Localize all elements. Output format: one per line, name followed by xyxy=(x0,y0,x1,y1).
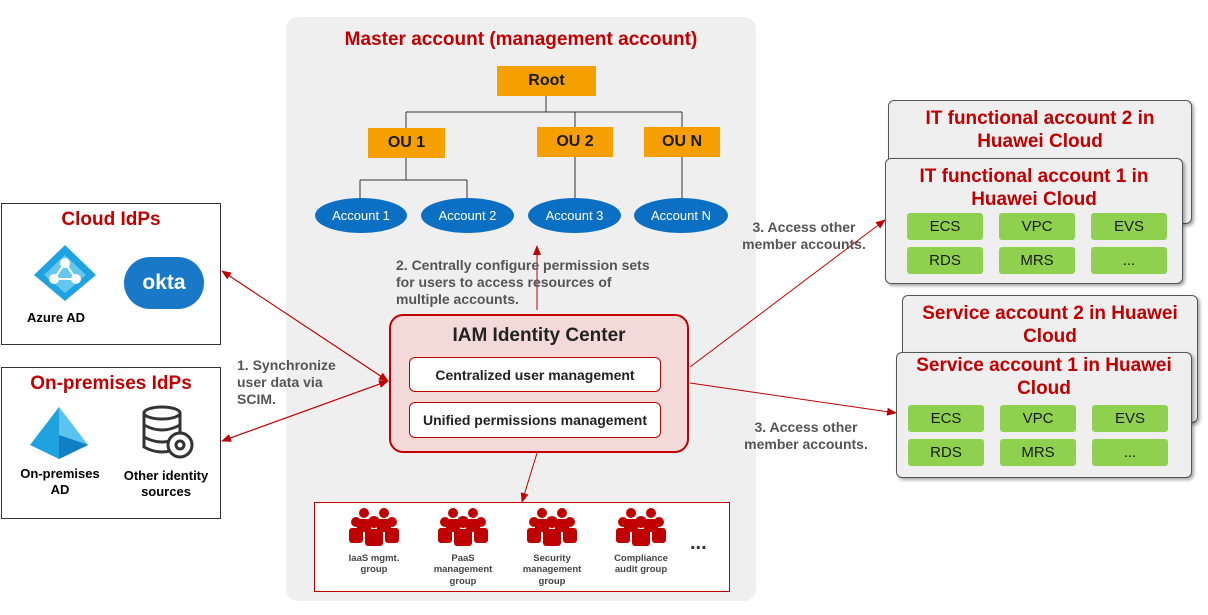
account-node-1: Account 1 xyxy=(315,198,407,233)
centralized-user-management: Centralized user management xyxy=(409,357,661,392)
onprem-ad-label: On-premises AD xyxy=(20,466,100,498)
group-compliance: Compliance audit group xyxy=(603,505,679,589)
other-identity-label: Other identity sources xyxy=(123,468,209,500)
service-account-1-title: Service account 1 in Huawei Cloud xyxy=(916,355,1172,399)
service-evs: EVS xyxy=(1092,405,1168,432)
azure-ad-label: Azure AD xyxy=(26,310,86,325)
people-icon xyxy=(527,508,577,546)
service-ecs: ECS xyxy=(908,405,984,432)
onprem-idps-title: On-premises IdPs xyxy=(30,373,192,394)
ou-node-1: OU 1 xyxy=(368,128,445,158)
iam-title: IAM Identity Center xyxy=(452,325,626,346)
people-icon xyxy=(349,508,399,546)
service-mrs: MRS xyxy=(1000,439,1076,466)
service-rds: RDS xyxy=(908,439,984,466)
groups-more: ... xyxy=(690,532,707,554)
account-node-n: Account N xyxy=(634,198,728,233)
service-mrs: MRS xyxy=(999,247,1075,274)
okta-label: okta xyxy=(142,271,186,294)
service-vpc: VPC xyxy=(1000,405,1076,432)
onprem-ad-icon xyxy=(30,407,88,459)
group-label: PaaS management group xyxy=(433,553,493,587)
group-label: Compliance audit group xyxy=(614,553,668,576)
people-icon xyxy=(438,508,488,546)
service-ecs: ECS xyxy=(907,213,983,240)
master-account-title: Master account (management account) xyxy=(344,29,698,50)
cloud-idps-title: Cloud IdPs xyxy=(61,209,161,230)
account-node-2: Account 2 xyxy=(421,198,514,233)
database-gear-icon xyxy=(142,405,194,459)
service-vpc: VPC xyxy=(999,213,1075,240)
service-account-2-title: Service account 2 in Huawei Cloud xyxy=(922,303,1178,347)
root-node: Root xyxy=(497,66,596,96)
ou-node-n: OU N xyxy=(644,127,720,157)
step1-label: 1. Synchronize user data via SCIM. xyxy=(237,357,336,407)
group-label: IaaS mgmt. group xyxy=(348,553,400,576)
account-node-3: Account 3 xyxy=(528,198,621,233)
service-more: ... xyxy=(1092,439,1168,466)
step3-top-label: 3. Access other member accounts. xyxy=(742,219,866,252)
it-account-2-title: IT functional account 2 in Huawei Cloud xyxy=(925,108,1155,152)
it-account-1-title: IT functional account 1 in Huawei Cloud xyxy=(919,166,1149,210)
step2-label: 2. Centrally configure permission sets f… xyxy=(396,257,650,307)
group-iaas: IaaS mgmt. group xyxy=(336,505,412,589)
unified-permissions-management: Unified permissions management xyxy=(409,402,661,438)
group-paas: PaaS management group xyxy=(425,505,501,589)
step3-bottom-label: 3. Access other member accounts. xyxy=(744,419,868,452)
azure-ad-icon xyxy=(34,245,96,301)
group-label: Security management group xyxy=(522,553,582,587)
group-security: Security management group xyxy=(514,505,590,589)
service-more: ... xyxy=(1091,247,1167,274)
ou-node-2: OU 2 xyxy=(537,127,613,157)
service-rds: RDS xyxy=(907,247,983,274)
okta-icon: okta xyxy=(124,257,204,309)
service-evs: EVS xyxy=(1091,213,1167,240)
people-icon xyxy=(616,508,666,546)
